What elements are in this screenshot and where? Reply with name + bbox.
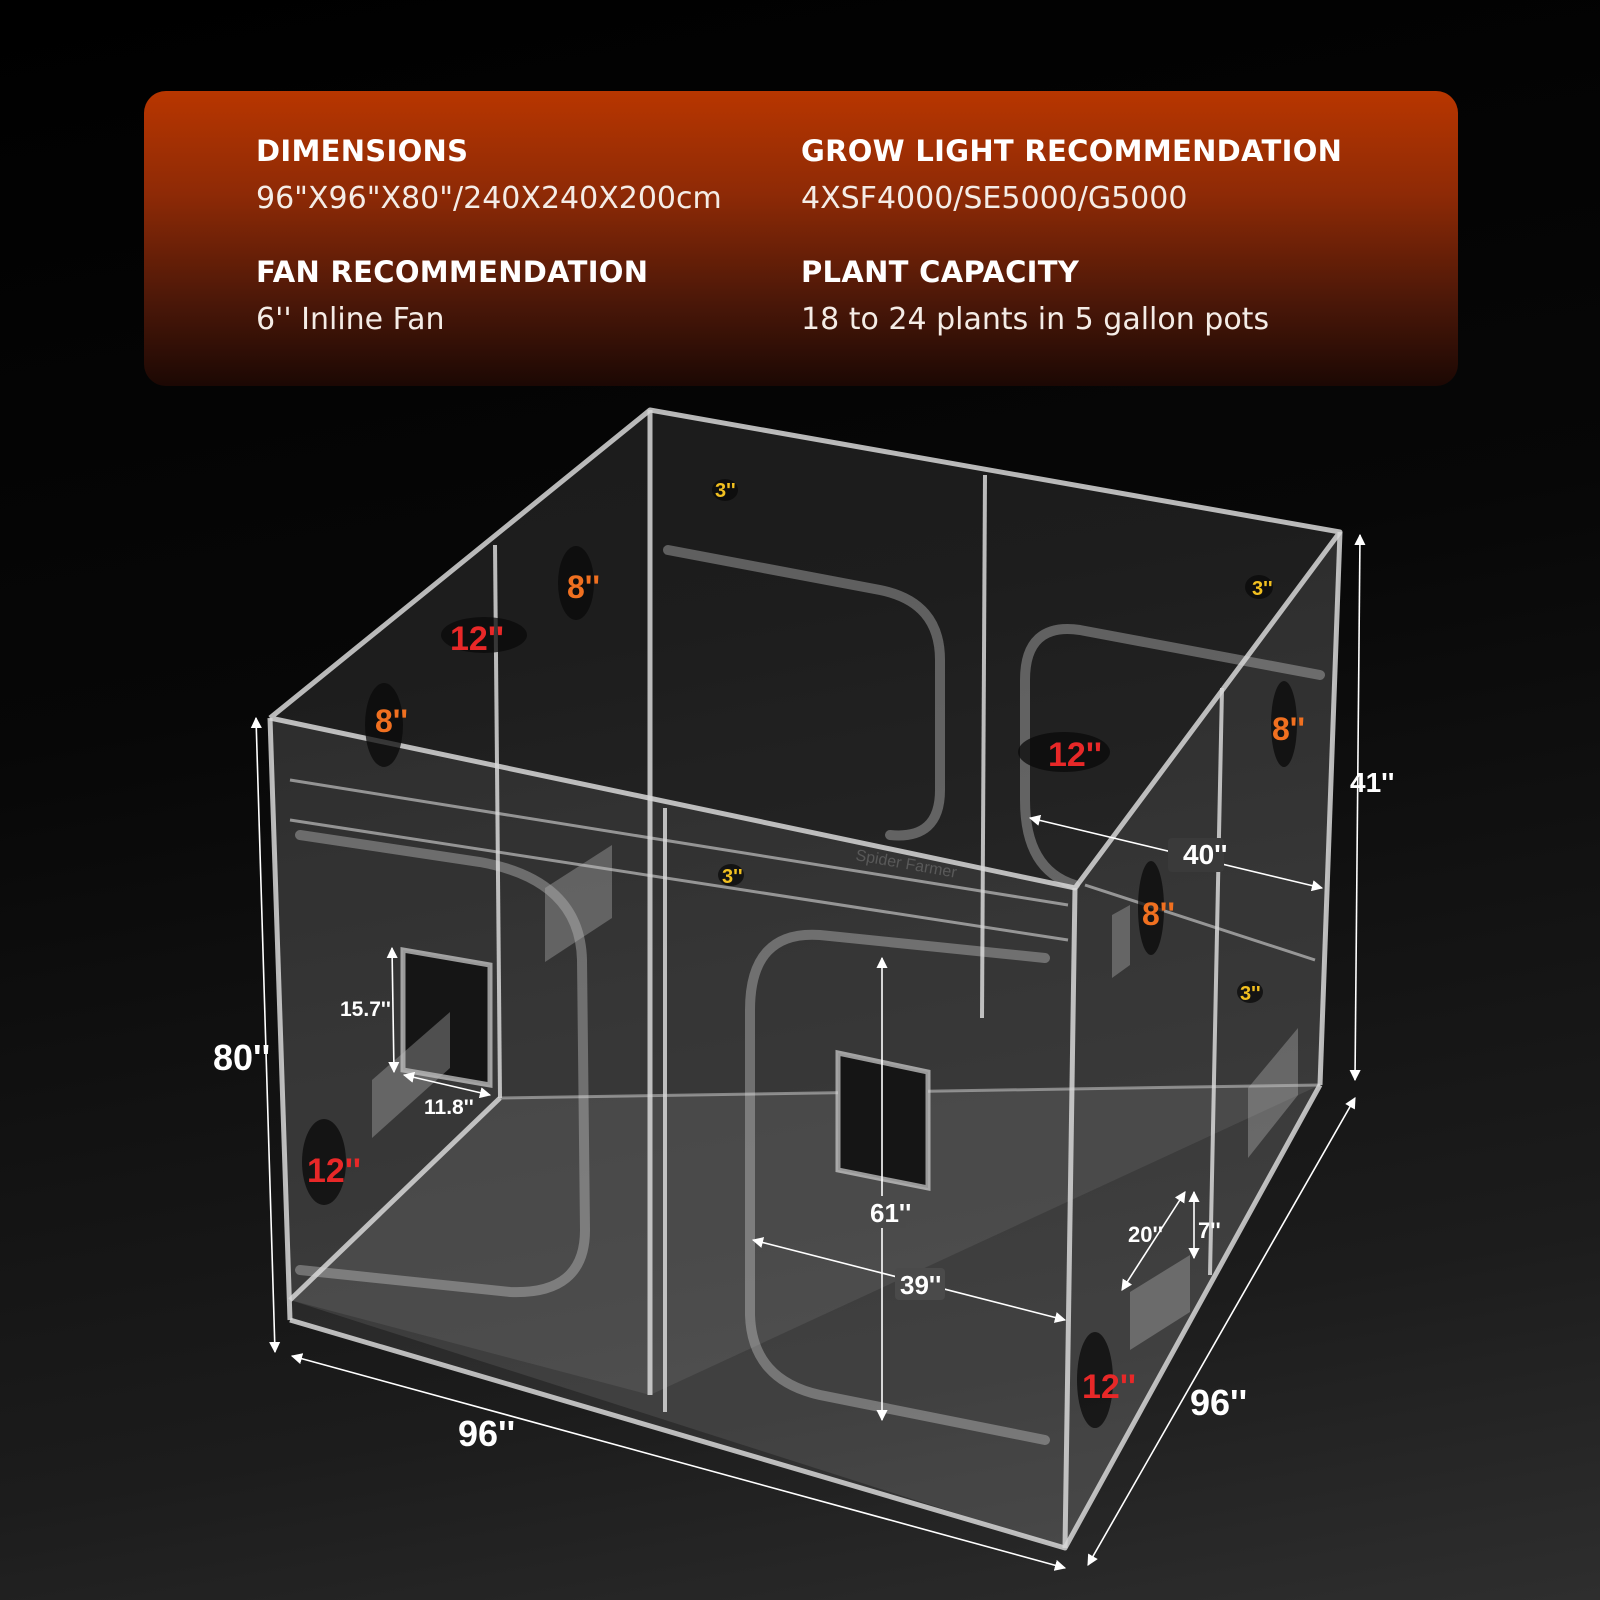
vent-width-label: 20'' bbox=[1128, 1222, 1163, 1247]
dimensions-value: 96"X96"X80"/240X240X200cm bbox=[256, 181, 722, 216]
port-3-label: 3'' bbox=[715, 480, 736, 502]
port-12-label: 12'' bbox=[307, 1152, 361, 1190]
window-width-label: 11.8'' bbox=[424, 1096, 474, 1119]
spec-grow-light: GROW LIGHT RECOMMENDATION 4XSF4000/SE500… bbox=[801, 133, 1342, 219]
port-12-label: 12'' bbox=[1048, 736, 1102, 774]
spec-plant-capacity: PLANT CAPACITY 18 to 24 plants in 5 gall… bbox=[801, 254, 1269, 340]
port-12-label: 12'' bbox=[450, 620, 504, 658]
port-8-label: 8'' bbox=[567, 569, 600, 605]
spec-dimensions: DIMENSIONS 96"X96"X80"/240X240X200cm bbox=[256, 133, 722, 219]
dimensions-heading: DIMENSIONS bbox=[256, 134, 469, 168]
port-8-label: 8'' bbox=[1142, 896, 1175, 932]
dimension-label-gaps bbox=[866, 838, 1224, 1300]
plant-capacity-value: 18 to 24 plants in 5 gallon pots bbox=[801, 302, 1270, 337]
port-8-label: 8'' bbox=[375, 703, 408, 739]
port-8-label: 8'' bbox=[1272, 711, 1305, 747]
top-door-width-label: 40'' bbox=[1183, 839, 1227, 870]
port-3-label: 3'' bbox=[1252, 578, 1273, 600]
spec-fan: FAN RECOMMENDATION 6'' Inline Fan bbox=[256, 254, 648, 340]
vent-height-label: 7'' bbox=[1198, 1218, 1221, 1243]
side-depth-label: 96'' bbox=[1190, 1382, 1247, 1423]
door-height-label: 61'' bbox=[870, 1198, 911, 1228]
right-height-label: 41'' bbox=[1350, 767, 1394, 798]
window-height-label: 15.7'' bbox=[340, 998, 391, 1021]
plant-capacity-heading: PLANT CAPACITY bbox=[801, 255, 1080, 289]
height-label: 80'' bbox=[213, 1037, 270, 1078]
port-12-label: 12'' bbox=[1082, 1368, 1136, 1406]
port-3-label: 3'' bbox=[722, 866, 743, 888]
grow-light-heading: GROW LIGHT RECOMMENDATION bbox=[801, 134, 1343, 168]
spec-banner: DIMENSIONS 96"X96"X80"/240X240X200cm GRO… bbox=[144, 91, 1458, 386]
fan-heading: FAN RECOMMENDATION bbox=[256, 255, 649, 289]
port-3-label: 3'' bbox=[1240, 983, 1261, 1005]
door-width-label: 39'' bbox=[900, 1270, 941, 1300]
front-width-label: 96'' bbox=[458, 1413, 515, 1454]
fan-value: 6'' Inline Fan bbox=[256, 302, 445, 337]
grow-light-value: 4XSF4000/SE5000/G5000 bbox=[801, 181, 1188, 216]
